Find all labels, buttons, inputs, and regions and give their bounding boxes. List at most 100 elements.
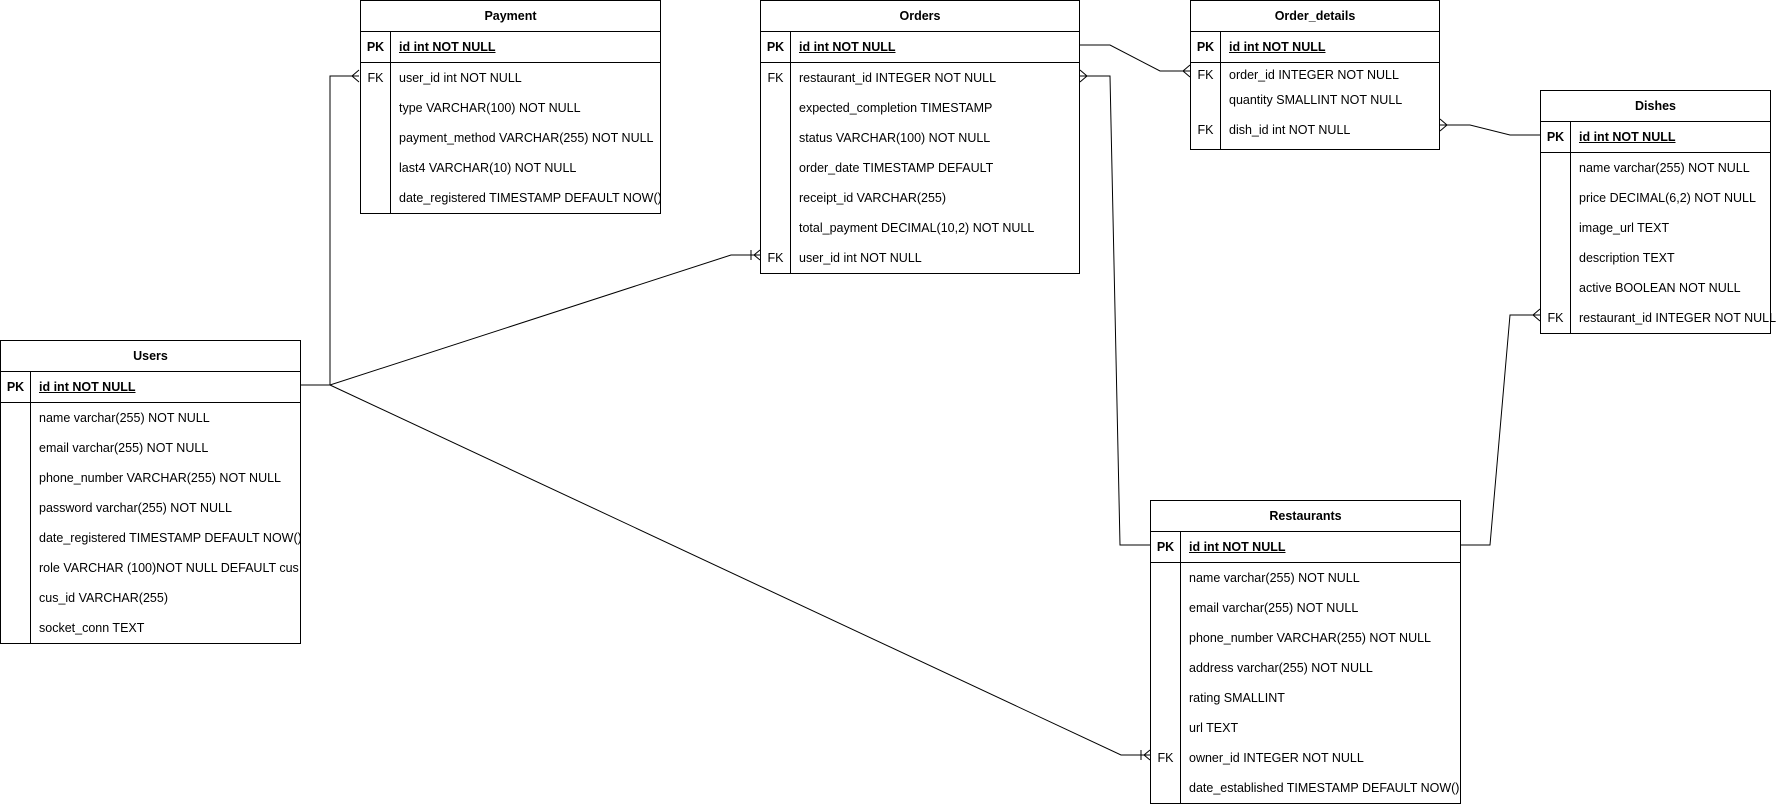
table-row[interactable]: status VARCHAR(100) NOT NULL (761, 123, 1079, 153)
key-label (1, 433, 31, 463)
field-text: user_id int NOT NULL (799, 251, 922, 265)
primary-key-label: PK (361, 32, 391, 62)
field-text: dish_id int NOT NULL (1229, 123, 1351, 137)
table-row[interactable]: rating SMALLINT (1151, 683, 1460, 713)
restaurants-table-title: Restaurants (1151, 501, 1460, 532)
table-row[interactable]: description TEXT (1541, 243, 1770, 273)
table-row[interactable]: payment_method VARCHAR(255) NOT NULL (361, 123, 660, 153)
primary-key-field: id int NOT NULL (399, 40, 496, 54)
table-row[interactable]: order_date TIMESTAMP DEFAULT (761, 153, 1079, 183)
field-text: role VARCHAR (100)NOT NULL DEFAULT cus (39, 561, 299, 575)
field-text: date_established TIMESTAMP DEFAULT NOW() (1189, 781, 1460, 795)
users-table[interactable]: Users PK id int NOT NULL name varchar(25… (0, 340, 302, 644)
restaurants-orders-connector[interactable] (1080, 75, 1150, 546)
table-row[interactable]: address varchar(255) NOT NULL (1151, 653, 1460, 683)
table-row[interactable]: date_established TIMESTAMP DEFAULT NOW() (1151, 773, 1460, 803)
key-label: FK (1541, 303, 1571, 333)
table-row[interactable]: FK restaurant_id INTEGER NOT NULL (1541, 303, 1776, 333)
field-text: payment_method VARCHAR(255) NOT NULL (399, 131, 654, 145)
table-row[interactable]: receipt_id VARCHAR(255) (761, 183, 1079, 213)
users-payment-crowfoot (351, 69, 360, 83)
key-label (1541, 183, 1571, 213)
table-row[interactable]: phone_number VARCHAR(255) NOT NULL (1151, 623, 1460, 653)
table-row[interactable]: last4 VARCHAR(10) NOT NULL (361, 153, 660, 183)
table-row[interactable]: date_registered TIMESTAMP DEFAULT NOW() (361, 183, 662, 213)
field-text: rating SMALLINT (1189, 691, 1285, 705)
table-row[interactable]: active BOOLEAN NOT NULL (1541, 273, 1770, 303)
key-label (1151, 593, 1181, 623)
table-row[interactable]: phone_number VARCHAR(255) NOT NULL (1, 463, 300, 493)
primary-key-label: PK (1151, 532, 1181, 562)
table-row[interactable]: name varchar(255) NOT NULL (1151, 563, 1460, 593)
table-row[interactable]: price DECIMAL(6,2) NOT NULL (1541, 183, 1770, 213)
dishes-orderdetails-connector[interactable] (1440, 124, 1540, 136)
key-label (1, 523, 31, 553)
restaurants-pk-row[interactable]: PK id int NOT NULL (1151, 532, 1460, 563)
table-row[interactable]: name varchar(255) NOT NULL (1541, 153, 1770, 183)
orders-orderdetails-connector[interactable] (1080, 44, 1190, 72)
users-restaurants-connector[interactable] (329, 384, 1150, 756)
dishes-table-title: Dishes (1541, 91, 1770, 122)
key-label (1151, 683, 1181, 713)
key-label: FK (761, 243, 791, 273)
dishes-pk-row[interactable]: PK id int NOT NULL (1541, 122, 1770, 153)
order-details-table-title: Order_details (1191, 1, 1439, 32)
field-text: name varchar(255) NOT NULL (1579, 161, 1750, 175)
dishes-table[interactable]: Dishes PK id int NOT NULL name varchar(2… (1540, 90, 1776, 334)
table-row[interactable]: expected_completion TIMESTAMP (761, 93, 1079, 123)
key-label (1191, 87, 1221, 112)
payment-pk-row[interactable]: PK id int NOT NULL (361, 32, 660, 63)
table-row[interactable]: FK user_id int NOT NULL (761, 243, 1079, 273)
table-row[interactable]: type VARCHAR(100) NOT NULL (361, 93, 660, 123)
field-text: expected_completion TIMESTAMP (799, 101, 993, 115)
orders-pk-row[interactable]: PK id int NOT NULL (761, 32, 1079, 63)
users-orders-crowfoot (753, 249, 761, 261)
key-label (1151, 653, 1181, 683)
payment-table-title: Payment (361, 1, 660, 32)
users-payment-connector[interactable] (300, 75, 359, 386)
table-row[interactable]: cus_id VARCHAR(255) (1, 583, 300, 613)
table-row[interactable]: email varchar(255) NOT NULL (1151, 593, 1460, 623)
table-row[interactable]: date_registered TIMESTAMP DEFAULT NOW() (1, 523, 302, 553)
primary-key-label: PK (1191, 32, 1221, 62)
table-row[interactable]: total_payment DECIMAL(10,2) NOT NULL (761, 213, 1079, 243)
key-label (361, 153, 391, 183)
order-details-pk-row[interactable]: PK id int NOT NULL (1191, 32, 1439, 63)
key-label (1541, 153, 1571, 183)
table-row[interactable]: FK dish_id int NOT NULL (1191, 112, 1439, 149)
table-row[interactable]: image_url TEXT (1541, 213, 1770, 243)
field-text: email varchar(255) NOT NULL (1189, 601, 1359, 615)
table-row[interactable]: email varchar(255) NOT NULL (1, 433, 300, 463)
users-pk-row[interactable]: PK id int NOT NULL (1, 372, 300, 403)
table-row[interactable]: quantity SMALLINT NOT NULL (1191, 87, 1439, 112)
restaurants-table[interactable]: Restaurants PK id int NOT NULL name varc… (1150, 500, 1461, 804)
field-text: restaurant_id INTEGER NOT NULL (1579, 311, 1776, 325)
table-row[interactable]: name varchar(255) NOT NULL (1, 403, 300, 433)
restaurants-dishes-connector[interactable] (1460, 314, 1540, 546)
field-text: quantity SMALLINT NOT NULL (1229, 92, 1403, 107)
table-row[interactable]: role VARCHAR (100)NOT NULL DEFAULT cus (1, 553, 300, 583)
field-text: type VARCHAR(100) NOT NULL (399, 101, 581, 115)
key-label: FK (361, 63, 391, 93)
users-orders-connector[interactable] (300, 254, 760, 386)
primary-key-label: PK (761, 32, 791, 62)
table-row[interactable]: url TEXT (1151, 713, 1460, 743)
field-text: restaurant_id INTEGER NOT NULL (799, 71, 997, 85)
table-row[interactable]: password varchar(255) NOT NULL (1, 493, 300, 523)
key-label (361, 93, 391, 123)
users-table-title: Users (1, 341, 300, 372)
key-label: FK (1191, 112, 1221, 149)
table-row[interactable]: socket_conn TEXT (1, 613, 300, 643)
field-text: total_payment DECIMAL(10,2) NOT NULL (799, 221, 1035, 235)
field-text: phone_number VARCHAR(255) NOT NULL (39, 471, 282, 485)
key-label (1151, 623, 1181, 653)
field-text: price DECIMAL(6,2) NOT NULL (1579, 191, 1756, 205)
